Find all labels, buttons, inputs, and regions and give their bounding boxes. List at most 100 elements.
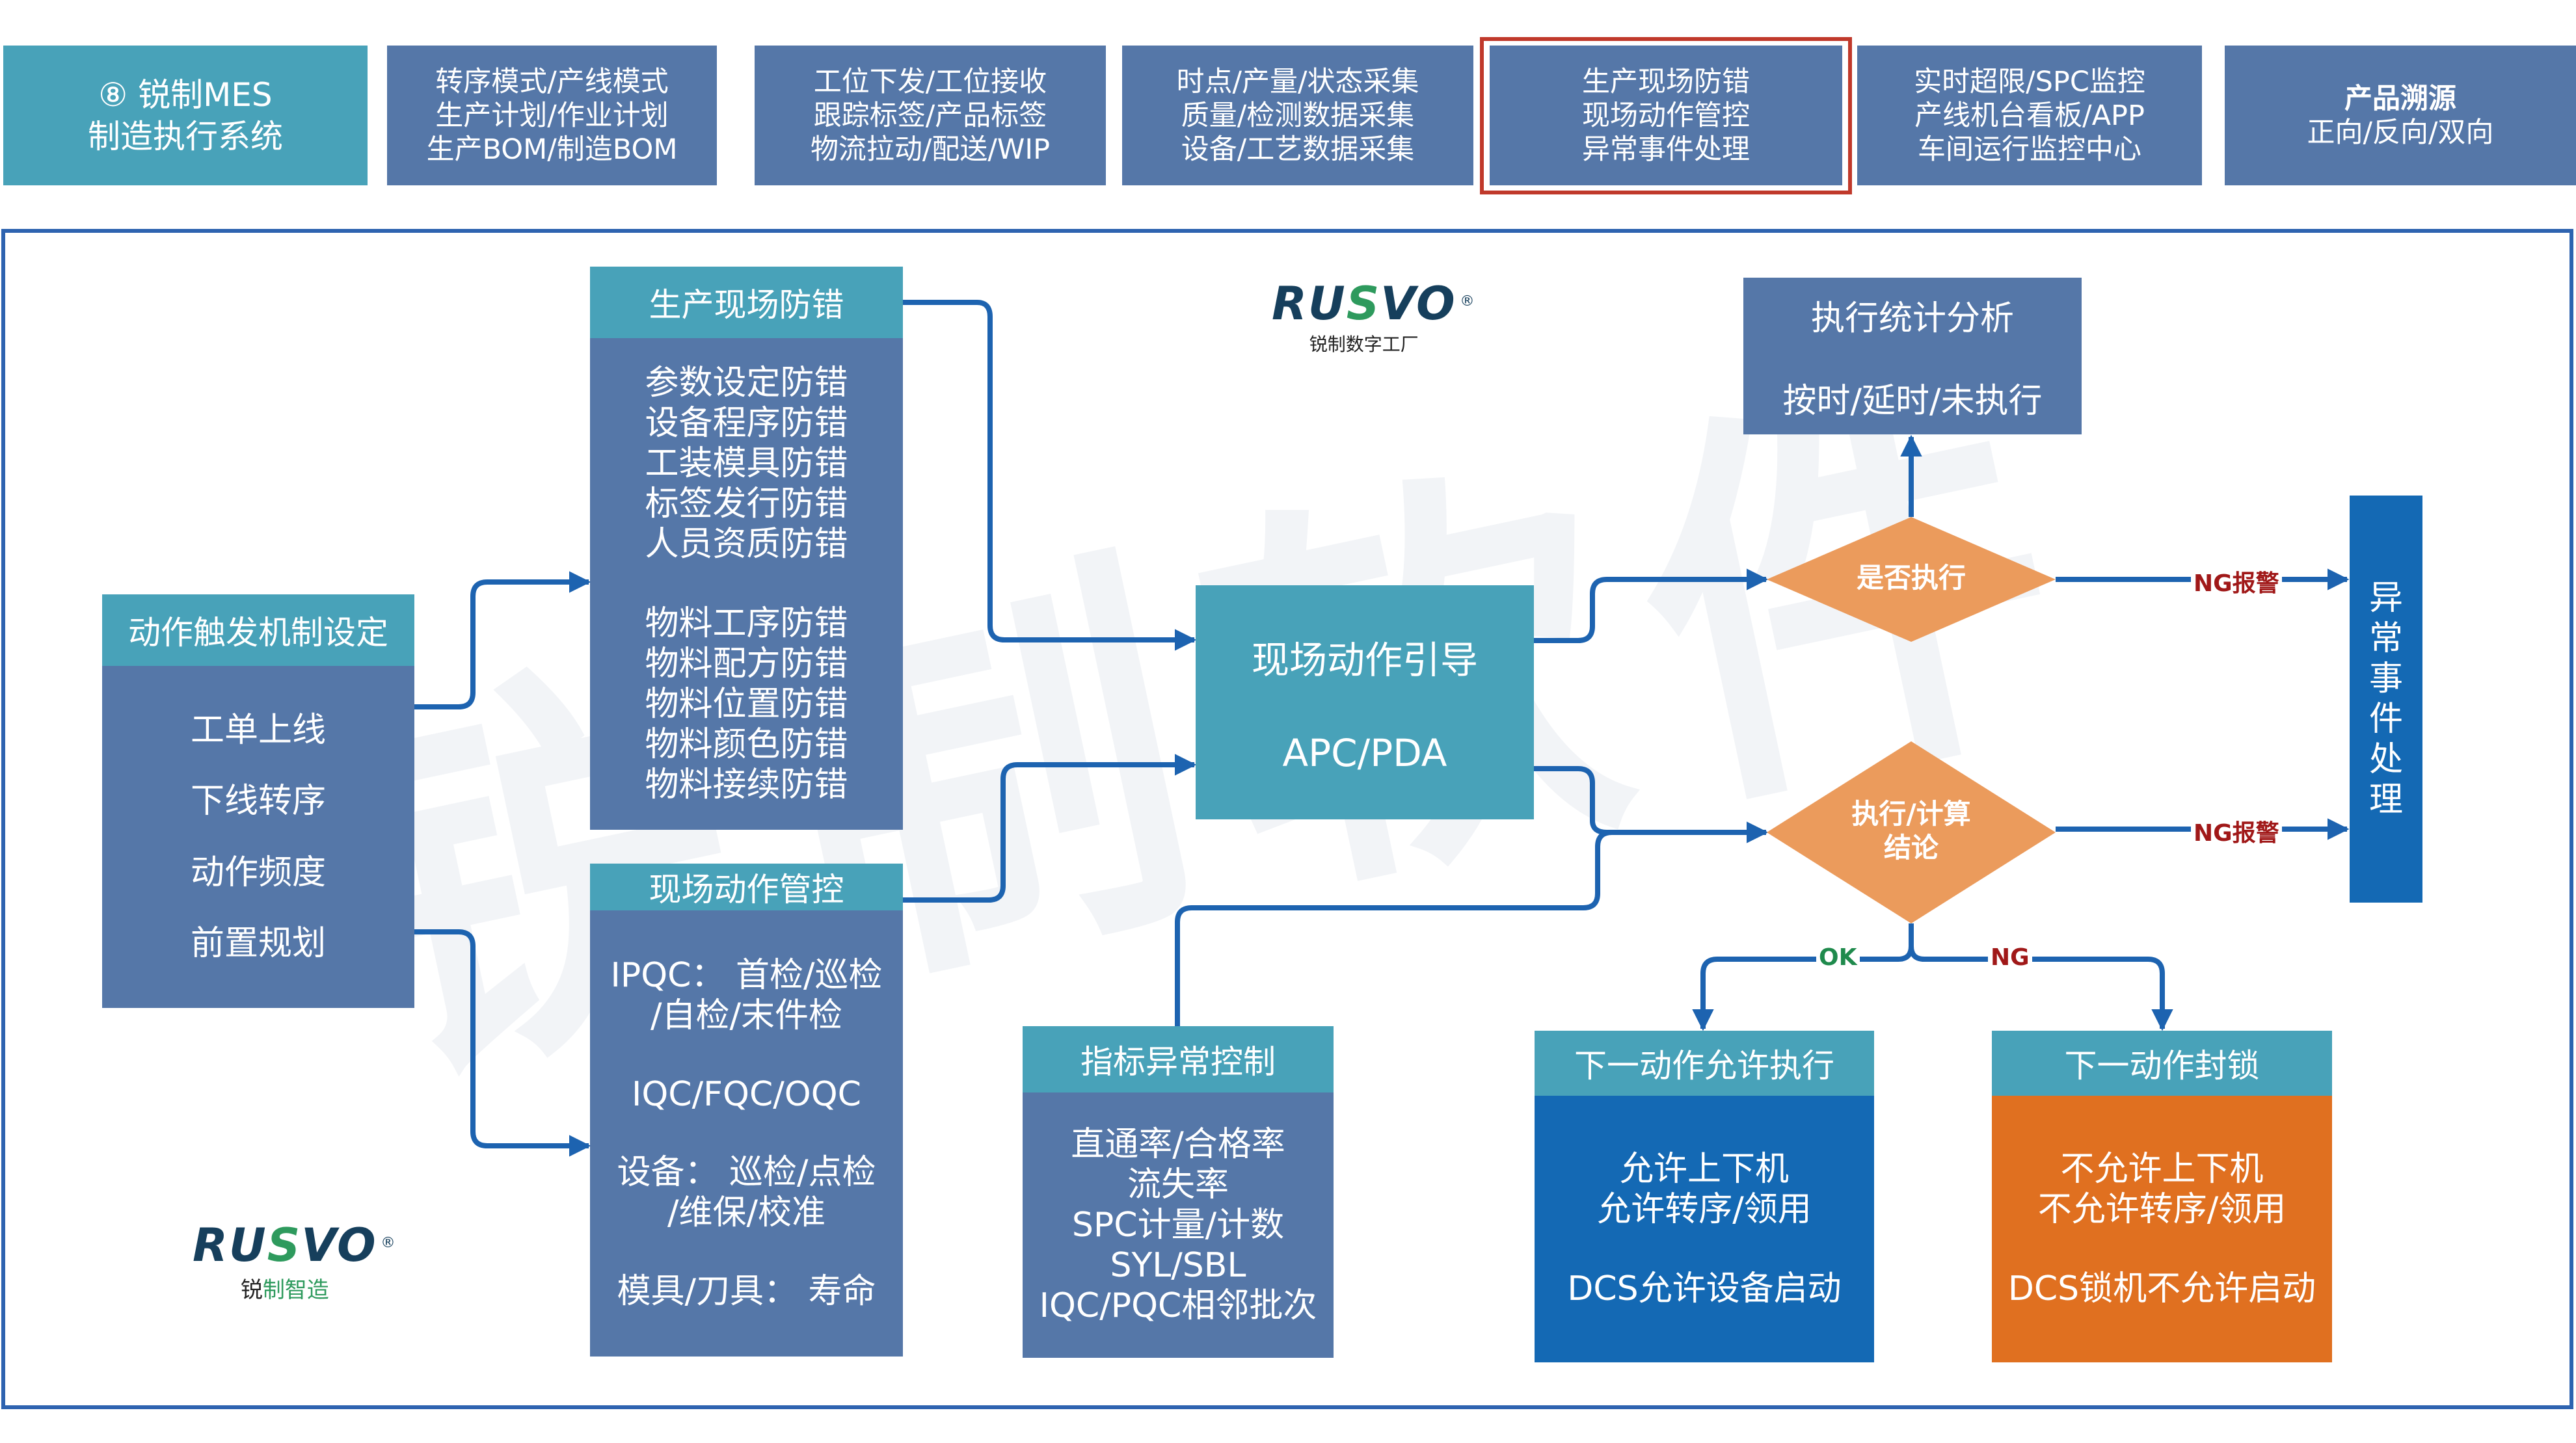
execution-stats-box: 执行统计分析 按时/延时/未执行 <box>1743 278 2082 434</box>
action-guide-device: APC/PDA <box>1282 731 1447 775</box>
error-proofing-item: 物料工序防错 <box>645 604 848 643</box>
exception-char: 理 <box>2368 780 2403 819</box>
error-proofing-item: 物料配方防错 <box>645 644 848 683</box>
error-proofing-item: 设备程序防错 <box>645 404 848 443</box>
connector-conclusion-ok <box>1692 923 1914 1031</box>
selected-module-highlight <box>1480 37 1852 194</box>
exception-char: 事 <box>2368 659 2403 698</box>
indicator-item: 直通率/合格率 <box>1071 1125 1285 1164</box>
trigger-item: 下线转序 <box>190 782 326 821</box>
allow-next-action-title: 下一动作允许执行 <box>1535 1031 1874 1096</box>
connector-indicator-to-decision-conclusion <box>1175 830 1613 1026</box>
error-proofing-title: 生产现场防错 <box>590 267 903 338</box>
action-control-line: IQC/FQC/OQC <box>632 1074 861 1114</box>
module-line: 物流拉动/配送/WIP <box>810 133 1051 166</box>
module-line: 实时超限/SPC监控 <box>1914 65 2145 98</box>
connector-action-control-to-guide <box>903 754 1197 903</box>
module-mes-system[interactable]: ⑧ 锐制MES 制造执行系统 <box>3 46 368 185</box>
module-line: 转序模式/产线模式 <box>435 65 669 98</box>
exception-handling-box: 异 常 事 件 处 理 <box>2350 496 2422 903</box>
connector-guide-to-decision-executed <box>1534 568 1769 643</box>
decision-executed-label: 是否执行 <box>1856 562 1966 594</box>
rusvo-logo-top: RUSVO® 锐制数字工厂 <box>1272 277 1476 356</box>
action-control-line: 设备： 巡检/点检 <box>617 1153 876 1193</box>
module-line: 产线机台看板/APP <box>1914 99 2145 132</box>
action-control-title: 现场动作管控 <box>590 864 903 910</box>
indicator-title: 指标异常控制 <box>1023 1026 1334 1092</box>
decision-conclusion-line: 执行/计算 <box>1851 798 1971 830</box>
exception-char: 处 <box>2368 740 2403 779</box>
action-control-line: /自检/末件检 <box>650 996 843 1035</box>
indicator-item: 流失率 <box>1127 1165 1229 1204</box>
action-control-block: 设备： 巡检/点检 /维保/校准 <box>617 1152 876 1233</box>
module-line: ⑧ 锐制MES <box>98 75 273 114</box>
brand-text: RU <box>1272 277 1347 330</box>
action-control-block: IPQC： 首检/巡检 /自检/末件检 <box>611 955 883 1036</box>
error-proofing-item: 工装模具防错 <box>645 444 848 483</box>
error-proofing-item: 标签发行防错 <box>645 484 848 523</box>
trigger-item: 动作频度 <box>190 853 326 892</box>
error-proofing-item: 物料接续防错 <box>645 765 848 804</box>
rusvo-wordmark: RUSVO® <box>193 1219 397 1272</box>
indicator-item: SPC计量/计数 <box>1071 1206 1285 1245</box>
connector-error-proofing-to-guide <box>903 300 1197 651</box>
connector-trigger-to-action-control <box>414 929 591 1157</box>
rusvo-wordmark: RUSVO® <box>1272 277 1476 330</box>
registered-icon: ® <box>381 1234 397 1251</box>
connector-guide-to-decision-conclusion <box>1534 766 1769 843</box>
action-control-card: 现场动作管控 IPQC： 首检/巡检 /自检/末件检 IQC/FQC/OQC 设… <box>590 864 903 1357</box>
indicator-item: IQC/PQC相邻批次 <box>1039 1286 1317 1325</box>
module-line: 正向/反向/双向 <box>2307 116 2494 149</box>
module-line: 生产BOM/制造BOM <box>426 133 678 166</box>
indicator-card: 指标异常控制 直通率/合格率 流失率 SPC计量/计数 SYL/SBL IQC/… <box>1023 1026 1334 1358</box>
module-line: 跟踪标签/产品标签 <box>813 99 1047 132</box>
lock-next-action-title: 下一动作封锁 <box>1992 1031 2332 1096</box>
error-proofing-item: 物料位置防错 <box>645 685 848 724</box>
module-line: 质量/检测数据采集 <box>1181 99 1415 132</box>
module-line: 现场动作管控 <box>1582 99 1750 132</box>
allow-line: 允许上下机 <box>1619 1150 1789 1189</box>
module-error-proofing[interactable]: 生产现场防错 现场动作管控 异常事件处理 <box>1490 46 1842 185</box>
connector-conclusion-ng <box>1909 923 2173 1031</box>
module-dispatch[interactable]: 工位下发/工位接收 跟踪标签/产品标签 物流拉动/配送/WIP <box>755 46 1106 185</box>
module-line: 设备/工艺数据采集 <box>1181 133 1415 166</box>
edge-label-ng-alarm-top: NG报警 <box>2191 564 2282 598</box>
module-data-collection[interactable]: 时点/产量/状态采集 质量/检测数据采集 设备/工艺数据采集 <box>1122 46 1473 185</box>
registered-icon: ® <box>1460 293 1476 310</box>
module-title: 产品溯源 <box>2344 82 2456 115</box>
lock-line: 不允许转序/领用 <box>2037 1190 2287 1229</box>
module-line: 车间运行监控中心 <box>1918 133 2141 166</box>
action-control-block: 模具/刀具： 寿命 <box>617 1271 876 1312</box>
rusvo-logo-bottom: RUSVO® 锐制智造 <box>193 1219 397 1304</box>
module-monitoring[interactable]: 实时超限/SPC监控 产线机台看板/APP 车间运行监控中心 <box>1857 46 2202 185</box>
action-control-line: 模具/刀具： 寿命 <box>617 1272 876 1312</box>
decision-executed-diamond <box>1767 517 2056 642</box>
exception-char: 件 <box>2368 700 2403 739</box>
module-line: 生产计划/作业计划 <box>435 99 669 132</box>
decision-conclusion-line: 结论 <box>1883 832 1939 864</box>
exception-char: 常 <box>2368 619 2403 658</box>
brand-text: RU <box>193 1219 267 1272</box>
lock-next-action-card: 下一动作封锁 不允许上下机 不允许转序/领用 DCS锁机不允许启动 <box>1992 1031 2332 1362</box>
error-proofing-card: 生产现场防错 参数设定防错 设备程序防错 工装模具防错 标签发行防错 人员资质防… <box>590 267 903 830</box>
error-proofing-item: 物料颜色防错 <box>645 725 848 764</box>
trigger-item: 工单上线 <box>190 710 326 750</box>
lock-dcs: DCS锁机不允许启动 <box>2007 1269 2316 1308</box>
logo-subtitle: 锐制数字工厂 <box>1309 334 1419 355</box>
allow-next-action-card: 下一动作允许执行 允许上下机 允许转序/领用 DCS允许设备启动 <box>1535 1031 1874 1362</box>
trigger-card: 动作触发机制设定 工单上线 下线转序 动作频度 前置规划 <box>102 594 414 1008</box>
indicator-item: SYL/SBL <box>1110 1246 1246 1285</box>
exception-char: 异 <box>2368 579 2403 618</box>
module-line: 时点/产量/状态采集 <box>1176 65 1419 98</box>
lock-line: 不允许上下机 <box>2060 1150 2264 1189</box>
action-control-line: IPQC： 首检/巡检 <box>610 955 883 995</box>
module-planning[interactable]: 转序模式/产线模式 生产计划/作业计划 生产BOM/制造BOM <box>387 46 717 185</box>
module-line: 制造执行系统 <box>88 117 283 155</box>
error-proofing-item: 人员资质防错 <box>645 525 848 564</box>
execution-stats-title: 执行统计分析 <box>1810 298 2014 338</box>
trigger-title: 动作触发机制设定 <box>102 594 414 666</box>
trigger-item: 前置规划 <box>190 924 326 964</box>
module-traceability[interactable]: 产品溯源 正向/反向/双向 <box>2225 46 2576 185</box>
diagram-frame <box>1 229 2573 1409</box>
